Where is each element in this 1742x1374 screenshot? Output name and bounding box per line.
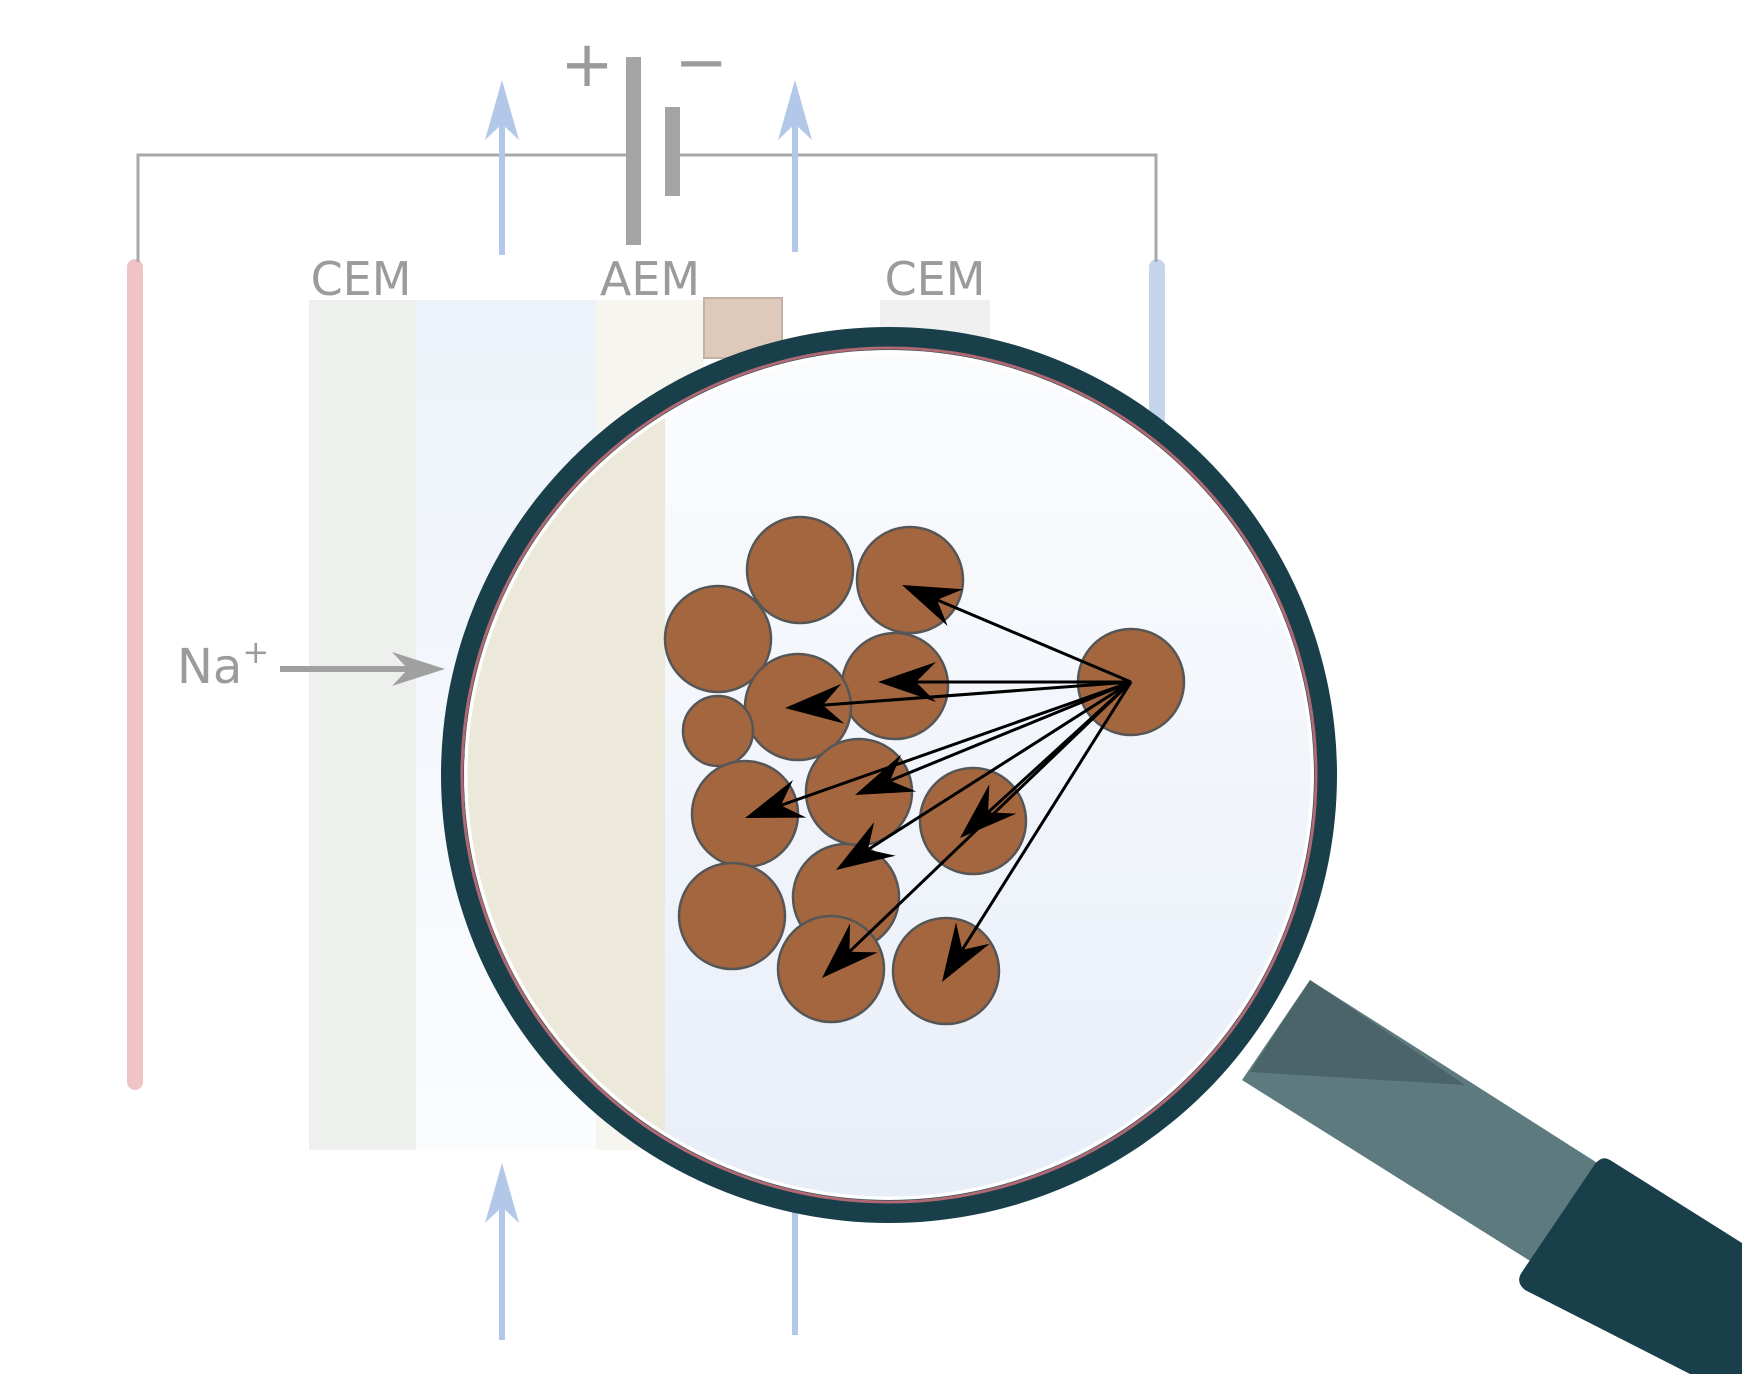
particle xyxy=(681,694,755,768)
collision-arrow-shaft xyxy=(780,680,1132,807)
collision-arrow-head xyxy=(942,922,990,982)
magnifier-handle-grip xyxy=(1519,1158,1742,1374)
collision-arrow-shaft xyxy=(889,680,1132,782)
collision-arrow-head xyxy=(902,585,964,627)
collision-arrow-head xyxy=(745,779,807,818)
membrane-cem-left xyxy=(309,300,416,1150)
particle xyxy=(663,584,773,694)
lens-rim xyxy=(460,346,1318,1204)
ion-arrow-head xyxy=(392,652,445,686)
label-aem: AEM xyxy=(600,252,700,306)
flow-arrow-head xyxy=(485,80,519,140)
collision-arrow-head xyxy=(855,754,917,795)
lens-inner-highlight xyxy=(464,350,1314,1200)
minus-sign: − xyxy=(674,26,728,100)
particle xyxy=(855,525,965,635)
collision-arrow-shaft xyxy=(960,681,1133,951)
ion-flux: Na+ xyxy=(177,633,445,695)
flow-arrow-head xyxy=(485,1163,519,1223)
collision-arrow-head xyxy=(836,821,896,870)
flow-arrows xyxy=(485,80,812,1340)
collision-arrow-head xyxy=(785,683,845,724)
particle xyxy=(745,515,855,625)
label-cem-left: CEM xyxy=(311,252,412,306)
collision-arrow-shaft xyxy=(936,598,1132,684)
collision-arrow-shaft xyxy=(822,680,1132,707)
collision-arrow-head xyxy=(822,923,878,978)
label-cem-right: CEM xyxy=(885,252,986,306)
collision-arrow-shaft xyxy=(848,680,1133,953)
circuit-wire-right xyxy=(672,153,1158,262)
circuit-wire xyxy=(136,153,630,262)
flow-arrow-head xyxy=(778,80,812,140)
magnifier-handle-shadow xyxy=(1250,980,1465,1085)
collision-arrow-head xyxy=(878,662,936,702)
collision-arrow-head xyxy=(960,784,1017,838)
magnifying-glass-icon xyxy=(441,327,1742,1374)
plus-sign: + xyxy=(560,28,614,102)
collision-arrow-shaft xyxy=(867,680,1132,851)
collision-arrows xyxy=(745,585,1133,982)
ion-label: Na+ xyxy=(177,633,269,695)
battery-symbol-icon: + − xyxy=(560,26,728,245)
particle xyxy=(677,861,787,971)
